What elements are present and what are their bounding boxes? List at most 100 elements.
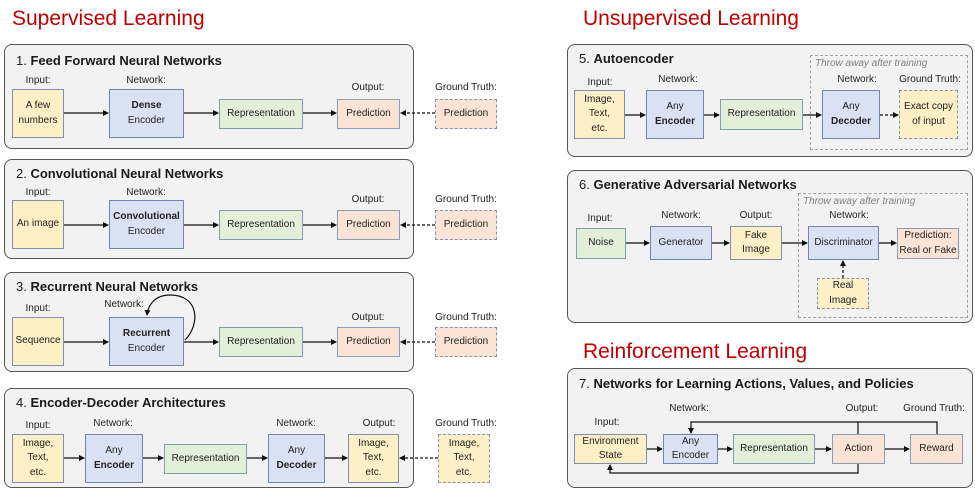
representation-box: Representation <box>720 99 803 130</box>
label-ground-truth: Ground Truth: <box>899 74 961 85</box>
input-box: Sequence <box>12 317 64 366</box>
section-title: Feed Forward Neural Networks <box>30 53 222 68</box>
ground-truth-box: Image, Text, etc. <box>438 434 490 483</box>
label-output: Output: <box>351 82 385 93</box>
heading-supervised-learning: Supervised Learning <box>12 7 205 30</box>
ground-truth-line: Text, <box>453 452 475 464</box>
label-ground-truth: Ground Truth: <box>435 418 497 429</box>
ground-truth-box: Prediction <box>435 210 497 240</box>
reward-box: Reward <box>910 434 963 464</box>
fake-image-line: Fake <box>744 229 768 241</box>
ground-truth-line: etc. <box>455 466 473 478</box>
input-box: A few numbers <box>12 89 64 138</box>
output-box: Prediction <box>337 327 400 357</box>
network-role: Encoder <box>127 114 166 126</box>
label-network: Network: <box>126 75 166 86</box>
label-network: Network: <box>658 74 698 85</box>
real-image-line: Real <box>832 280 854 291</box>
prediction-line: Prediction: <box>904 230 952 241</box>
throw-away-region <box>810 55 968 150</box>
section-number: 7. <box>579 376 590 391</box>
representation-box: Representation <box>219 99 303 129</box>
label-input: Input: <box>587 213 613 224</box>
heading-reinforcement-learning: Reinforcement Learning <box>583 340 808 363</box>
panel-feed-forward <box>4 44 414 149</box>
ground-truth-line: Exact copy <box>904 101 953 112</box>
label-ground-truth: Ground Truth: <box>435 194 497 205</box>
ground-truth-line: Image, <box>448 437 480 449</box>
prediction-line: Real or Fake <box>899 244 957 256</box>
label-ground-truth: Ground Truth: <box>435 312 497 323</box>
label-output: Output: <box>351 194 385 205</box>
encoder-label: Encoder <box>93 459 134 471</box>
panel-title-reinforcement: 7. Networks for Learning Actions, Values… <box>579 376 914 391</box>
label-network: Network: <box>829 210 869 221</box>
input-box: Image,Text,etc. <box>574 90 625 139</box>
ground-truth-line: of input <box>912 115 945 127</box>
discriminator-box: Discriminator <box>808 226 879 260</box>
encoder-line: Encoder <box>671 450 710 461</box>
environment-line: State <box>598 450 623 461</box>
output-line: Image, <box>358 437 389 449</box>
input-text: A few numbers <box>18 100 58 126</box>
label-input: Input: <box>25 420 51 431</box>
ground-truth-box: Prediction <box>435 327 497 357</box>
ground-truth-box: Prediction <box>435 99 497 129</box>
output-line: Text, <box>362 452 385 464</box>
label-output: Output: <box>351 312 385 323</box>
representation-box: Representation <box>219 210 303 240</box>
real-image-line: Image <box>829 294 857 306</box>
label-network: Network: <box>104 299 144 310</box>
heading-unsupervised-learning: Unsupervised Learning <box>583 7 799 30</box>
label-output: Output: <box>362 418 396 429</box>
output-line: etc. <box>365 466 382 478</box>
representation-box: Representation <box>219 327 303 357</box>
section-number: 3. <box>16 279 27 294</box>
encoder-qualifier: Any <box>666 101 684 112</box>
label-input: Input: <box>25 75 51 86</box>
label-input: Input: <box>587 77 613 88</box>
label-network: Network: <box>669 403 709 414</box>
section-number: 4. <box>16 395 27 410</box>
panel-title-recurrent: 3. Recurrent Neural Networks <box>16 279 198 294</box>
throw-away-label: Throw away after training <box>815 58 928 69</box>
network-role: Encoder <box>127 225 166 237</box>
input-box: An image <box>12 200 64 249</box>
output-box: Prediction <box>337 99 400 129</box>
input-line: Image, <box>584 93 615 105</box>
label-network: Network: <box>93 418 133 429</box>
panel-title-feed-forward: 1. Feed Forward Neural Networks <box>16 53 222 68</box>
section-number: 6. <box>579 177 590 192</box>
section-number: 2. <box>16 166 27 181</box>
encoder-qualifier: Any <box>105 445 123 456</box>
panel-title-convolutional: 2. Convolutional Neural Networks <box>16 166 223 181</box>
representation-box: Representation <box>733 434 815 464</box>
label-output: Output: <box>739 210 773 221</box>
label-network: Network: <box>661 210 701 221</box>
section-title: Generative Adversarial Networks <box>593 177 797 192</box>
throw-away-region <box>798 193 968 318</box>
prediction-box: Prediction: Real or Fake <box>897 228 959 259</box>
panel-convolutional <box>4 159 414 259</box>
label-input: Input: <box>25 187 51 198</box>
encoder-label: Encoder <box>654 115 695 127</box>
input-line: Text, <box>588 108 611 120</box>
generator-box: Generator <box>650 226 712 260</box>
network-role: Encoder <box>127 342 166 354</box>
decoder-qualifier: Any <box>287 445 306 456</box>
encoder-line: Any <box>681 435 700 447</box>
network-type: Dense <box>131 100 162 111</box>
label-network: Network: <box>837 74 877 85</box>
output-box: Prediction <box>337 210 400 240</box>
section-number: 1. <box>16 53 27 68</box>
label-output: Output: <box>845 403 879 414</box>
representation-box: Representation <box>164 444 247 474</box>
